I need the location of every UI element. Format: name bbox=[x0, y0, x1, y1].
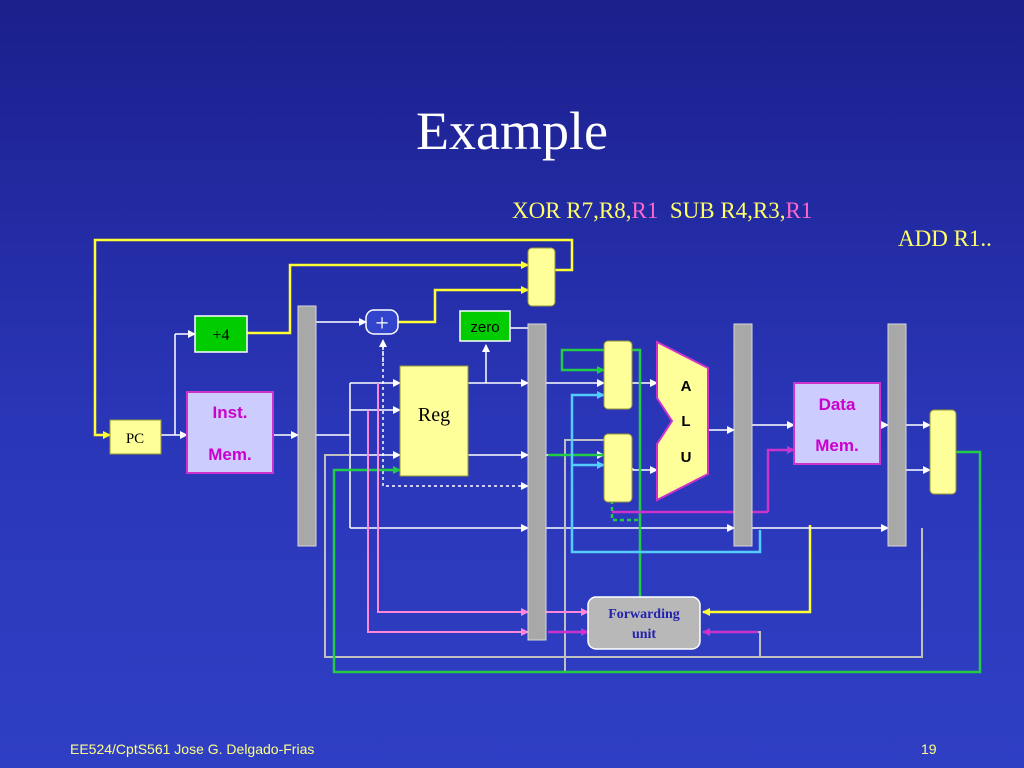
pc-register bbox=[109, 419, 162, 455]
forwarding-label-2: unit bbox=[632, 627, 656, 642]
yellow-wires bbox=[93, 238, 812, 616]
forwarding-label-1: Forwarding bbox=[608, 607, 680, 622]
sub-dest-reg: R1 bbox=[785, 198, 813, 223]
wb-result-green-wire bbox=[332, 450, 982, 674]
sub-prefix: SUB R4,R3, bbox=[669, 198, 786, 223]
rt-to-fwd-pink bbox=[377, 383, 529, 616]
instruction-add: ADD R1.. bbox=[898, 226, 992, 251]
adder-label: + bbox=[375, 311, 389, 337]
forwarding-unit bbox=[587, 596, 701, 650]
zero-label: zero bbox=[470, 319, 499, 336]
alu-label-a: A bbox=[681, 378, 692, 395]
data-mem-label-1: Data bbox=[819, 395, 856, 414]
if-id-pipeline-register bbox=[297, 305, 317, 547]
writeback-mux bbox=[929, 409, 957, 495]
alu-input-a-mux bbox=[603, 340, 633, 410]
exmem-forward-magenta bbox=[766, 446, 795, 512]
plus4-to-mux-wire bbox=[247, 261, 529, 335]
id-ex-pipeline-register bbox=[527, 323, 547, 641]
fwd-control-green-wire bbox=[560, 348, 642, 597]
adder-to-mux-wire bbox=[398, 286, 529, 324]
reg-label: Reg bbox=[418, 404, 450, 426]
pc-mux-feedback-wire bbox=[93, 238, 574, 439]
rs-to-fwd-pink bbox=[367, 410, 529, 636]
instruction-memory bbox=[186, 391, 274, 474]
idex-rs-gray-wire bbox=[564, 439, 610, 672]
pink-wires bbox=[367, 383, 589, 636]
imm-to-adder-dotted bbox=[382, 345, 529, 490]
data-memory bbox=[793, 382, 881, 465]
xor-dest-reg: R1 bbox=[631, 198, 659, 223]
zero-detect-box bbox=[459, 310, 511, 342]
xor-prefix: XOR R7,R8, bbox=[512, 198, 632, 223]
plus4-box bbox=[194, 315, 248, 353]
register-file bbox=[399, 365, 469, 477]
alu bbox=[656, 340, 709, 502]
plus4-label: +4 bbox=[212, 327, 229, 344]
ex-mem-pipeline-register bbox=[733, 323, 753, 547]
data-mem-label-2: Mem. bbox=[815, 436, 858, 455]
inst-mem-label-1: Inst. bbox=[213, 403, 248, 422]
alu-label-l: L bbox=[681, 413, 690, 430]
cyan-wires bbox=[570, 391, 762, 554]
memwb-to-fwd-wire bbox=[702, 525, 812, 616]
memwb-rd-gray-wire bbox=[703, 631, 761, 657]
mem-wb-pipeline-register bbox=[887, 323, 907, 547]
green-wires bbox=[332, 348, 982, 674]
alu-input-b-mux bbox=[603, 433, 633, 503]
branch-adder bbox=[365, 309, 399, 335]
pc-select-mux bbox=[527, 247, 556, 307]
instruction-xor-sub: XOR R7,R8,R1 SUB R4,R3,R1 bbox=[512, 198, 812, 224]
fwd-control-green-wire-b bbox=[610, 500, 640, 522]
pc-label: PC bbox=[126, 431, 144, 447]
footer-course-author: EE524/CptS561 Jose G. Delgado-Frias bbox=[70, 741, 315, 757]
wb-return-gray-wire bbox=[324, 454, 923, 658]
alu-label-u: U bbox=[681, 449, 692, 466]
slide-title: Example bbox=[416, 101, 608, 161]
footer-page-number: 19 bbox=[921, 741, 937, 757]
inst-mem-label-2: Mem. bbox=[208, 445, 251, 464]
alu-forward-cyan bbox=[570, 391, 762, 554]
